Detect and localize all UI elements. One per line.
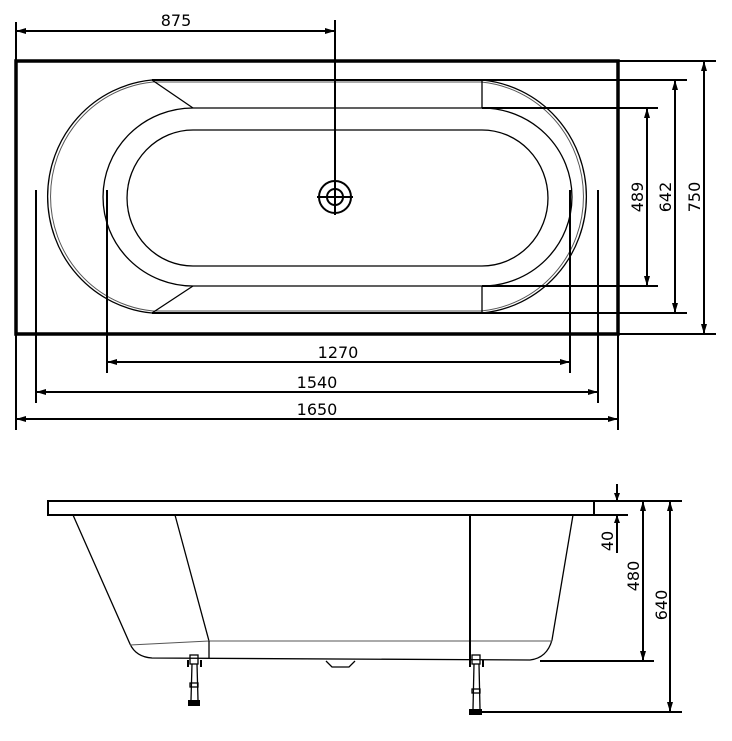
svg-text:480: 480 [624,561,643,592]
dim-inner-length: 1540 [36,373,598,395]
dim-inner-width: 642 [656,80,678,313]
dim-inner-bottom-width: 489 [628,108,650,286]
drain-bump [325,660,356,668]
svg-text:750: 750 [685,182,704,213]
basin-bottom-oval [126,129,549,267]
top-view: 875 1270 1540 1650 [14,11,716,430]
dim-depth: 480 [624,501,646,661]
leg-right [469,654,484,715]
svg-text:642: 642 [656,182,675,213]
svg-text:640: 640 [652,590,671,621]
dim-drain-offset: 875 [15,11,335,61]
dim-inner-bottom-length: 1270 [107,343,570,365]
svg-text:489: 489 [628,182,647,213]
dim-label-875: 875 [161,11,192,30]
svg-text:1270: 1270 [318,343,359,362]
drain-icon [317,20,353,215]
tub-body [72,514,574,661]
svg-text:1540: 1540 [297,373,338,392]
side-view: 40 480 640 [47,484,682,715]
svg-text:1650: 1650 [297,400,338,419]
dim-total-height: 640 [652,501,673,712]
dim-rim-thickness: 40 [598,484,620,553]
rim-profile [47,500,595,516]
dim-overall-length: 1650 [16,400,618,422]
leg-left [187,654,202,706]
svg-text:40: 40 [598,531,617,551]
dim-overall-width: 750 [685,61,707,334]
